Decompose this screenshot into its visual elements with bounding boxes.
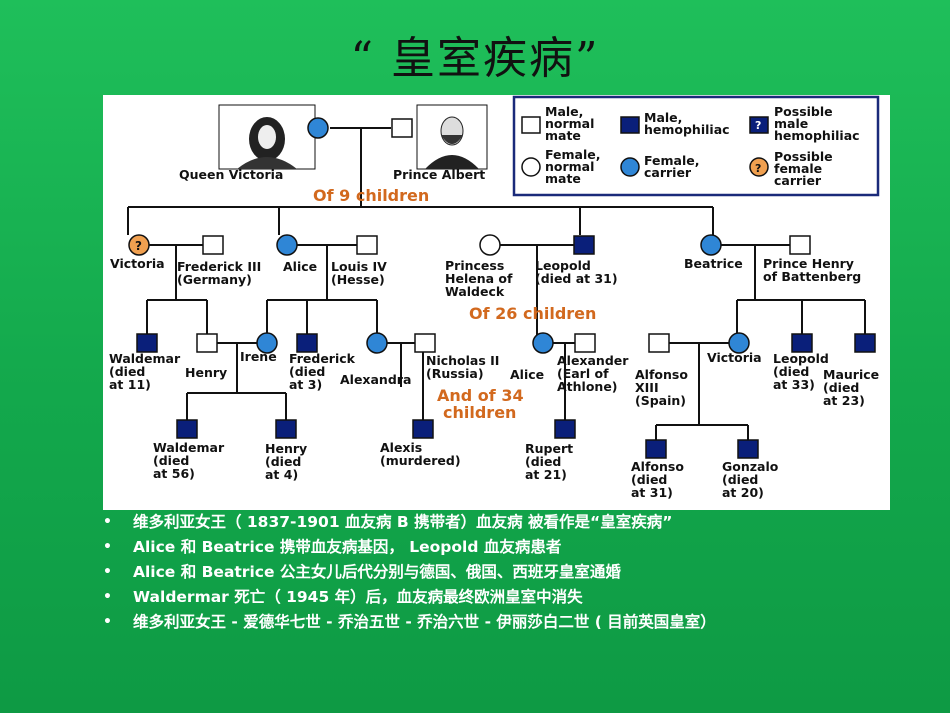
victoria-3-carrier-symbol [728, 332, 750, 354]
queen-victoria-label: Queen Victoria [179, 167, 283, 182]
pedigree-svg: Queen Victoria Prince Albert Of 9 childr… [109, 95, 883, 500]
waldemar-2-label: Waldemar (died at 56) [153, 440, 228, 481]
prince-henry-label: Prince Henry of Battenberg [763, 256, 861, 284]
alexandra-label: Alexandra [340, 372, 411, 387]
prince-henry-symbol [789, 235, 811, 255]
henry-2-label: Henry (died at 4) [265, 441, 312, 482]
alfonso-label: Alfonso (died at 31) [631, 459, 688, 500]
note-item: • 维多利亚女王（ 1837-1901 血友病 B 携带者）血友病 被看作是“皇室… [103, 512, 863, 532]
alice-2-carrier-symbol [532, 332, 554, 354]
note-text: Alice 和 Beatrice 携带血友病基因， Leopold 血友病患者 [133, 538, 562, 556]
victoria-possible-carrier-symbol [128, 234, 150, 256]
notes-list: • 维多利亚女王（ 1837-1901 血友病 B 携带者）血友病 被看作是“皇室… [103, 512, 863, 637]
frederick-label: Frederick (died at 3) [289, 351, 359, 392]
henry-symbol [196, 333, 218, 353]
note-item: • Alice 和 Beatrice 公主女儿后代分别与德国、俄国、西班牙皇室通婚 [103, 562, 863, 582]
alice-label: Alice [283, 259, 317, 274]
leopold-hemophiliac-symbol [573, 235, 595, 255]
legend-female-normal-symbol [521, 157, 541, 177]
legend-male-hemophiliac-label: Male, hemophiliac [644, 110, 730, 137]
alexander-label: Alexander (Earl of Athlone) [557, 353, 633, 394]
alfonso-xiii-symbol [648, 333, 670, 353]
legend-male-normal-label: Male, normal mate [545, 104, 599, 143]
victoria-question-mark: ? [135, 239, 142, 253]
legend-female-carrier-label: Female, carrier [644, 153, 704, 180]
legend-female-carrier-symbol [620, 157, 640, 177]
alexis-hemophiliac-symbol [412, 419, 434, 439]
alice-carrier-symbol [276, 234, 298, 256]
louis-iv-label: Louis IV (Hesse) [331, 259, 391, 287]
legend-possible-female-symbol [749, 157, 769, 177]
alice-2-label: Alice [510, 367, 544, 382]
waldemar-2-hemophiliac-symbol [176, 419, 198, 439]
legend-possible-male-question-mark: ? [755, 119, 761, 132]
heading-of-26-children: Of 26 children [469, 304, 596, 323]
note-item: • Waldermar 死亡（ 1945 年）后，血友病最终欧洲皇室中消失 [103, 587, 863, 607]
legend: Male, normal mate Male, hemophiliac ? Po… [512, 95, 880, 197]
irene-carrier-symbol [256, 332, 278, 354]
irene-label: Irene [240, 349, 277, 364]
legend-possible-female-question-mark: ? [755, 162, 761, 175]
beatrice-carrier-symbol [700, 234, 722, 256]
victoria-portrait-figure [237, 117, 297, 169]
albert-portrait-figure [425, 116, 479, 169]
frederick-iii-label: Frederick III (Germany) [177, 259, 266, 287]
prince-albert-symbol [391, 118, 413, 138]
pedigree-chart: Queen Victoria Prince Albert Of 9 childr… [103, 95, 890, 510]
queen-victoria-symbol [307, 117, 329, 139]
legend-male-hemophiliac-symbol [620, 116, 640, 134]
slide-title: “ 皇室疾病” [350, 33, 600, 84]
maurice-label: Maurice (died at 23) [823, 367, 883, 408]
alexander-symbol [574, 333, 596, 353]
legend-possible-male-symbol [749, 116, 769, 134]
frederick-hemophiliac-symbol [296, 333, 318, 353]
maurice-hemophiliac-symbol [854, 333, 876, 353]
bullet-icon: • [103, 564, 112, 580]
note-text: 维多利亚女王 - 爱德华七世 - 乔治五世 - 乔治六世 - 伊丽莎白二世 ( … [133, 613, 716, 631]
bullet-icon: • [103, 514, 112, 530]
waldemar-hemophiliac-symbol [136, 333, 158, 353]
gonzalo-hemophiliac-symbol [737, 439, 759, 459]
legend-frame [512, 95, 880, 197]
helena-label: Princess Helena of Waldeck [445, 258, 517, 299]
legend-male-normal-symbol [521, 116, 541, 134]
bullet-icon: • [103, 539, 112, 555]
leopold-2-label: Leopold (died at 33) [773, 351, 833, 392]
nicholas-ii-label: Nicholas II (Russia) [426, 353, 504, 381]
alexandra-carrier-symbol [366, 332, 388, 354]
gonzalo-label: Gonzalo (died at 20) [722, 459, 783, 500]
nicholas-ii-symbol [414, 333, 436, 353]
henry-2-hemophiliac-symbol [275, 419, 297, 439]
note-text: 维多利亚女王（ 1837-1901 血友病 B 携带者）血友病 被看作是“皇室疾… [133, 513, 673, 531]
bullet-icon: • [103, 614, 112, 630]
heading-of-9-children: Of 9 children [313, 186, 429, 205]
louis-iv-symbol [356, 235, 378, 255]
waldemar-label: Waldemar (died at 11) [109, 351, 184, 392]
victoria-3-label: Victoria [707, 350, 762, 365]
frederick-iii-symbol [202, 235, 224, 255]
rupert-hemophiliac-symbol [554, 419, 576, 439]
leopold-2-hemophiliac-symbol [791, 333, 813, 353]
note-text: Waldermar 死亡（ 1945 年）后，血友病最终欧洲皇室中消失 [133, 588, 583, 606]
legend-possible-female-label: Possible female carrier [774, 149, 837, 188]
helena-symbol [479, 234, 501, 256]
legend-female-normal-label: Female, normal mate [545, 147, 605, 186]
alfonso-xiii-label: Alfonso XIII (Spain) [635, 367, 692, 408]
prince-albert-label: Prince Albert [393, 167, 485, 182]
henry-label: Henry [185, 365, 227, 380]
beatrice-label: Beatrice [684, 256, 743, 271]
heading-of-34-children: And of 34 children [437, 386, 529, 422]
note-item: • Alice 和 Beatrice 携带血友病基因， Leopold 血友病患者 [103, 537, 863, 557]
alexis-label: Alexis (murdered) [380, 440, 461, 468]
note-text: Alice 和 Beatrice 公主女儿后代分别与德国、俄国、西班牙皇室通婚 [133, 563, 621, 581]
legend-possible-male-label: Possible male hemophiliac [774, 104, 860, 143]
note-item: • 维多利亚女王 - 爱德华七世 - 乔治五世 - 乔治六世 - 伊丽莎白二世 (… [103, 612, 863, 632]
bullet-icon: • [103, 589, 112, 605]
alfonso-hemophiliac-symbol [645, 439, 667, 459]
rupert-label: Rupert (died at 21) [525, 441, 577, 482]
victoria-label: Victoria [110, 256, 165, 271]
leopold-label: Leopold (died at 31) [535, 258, 618, 286]
